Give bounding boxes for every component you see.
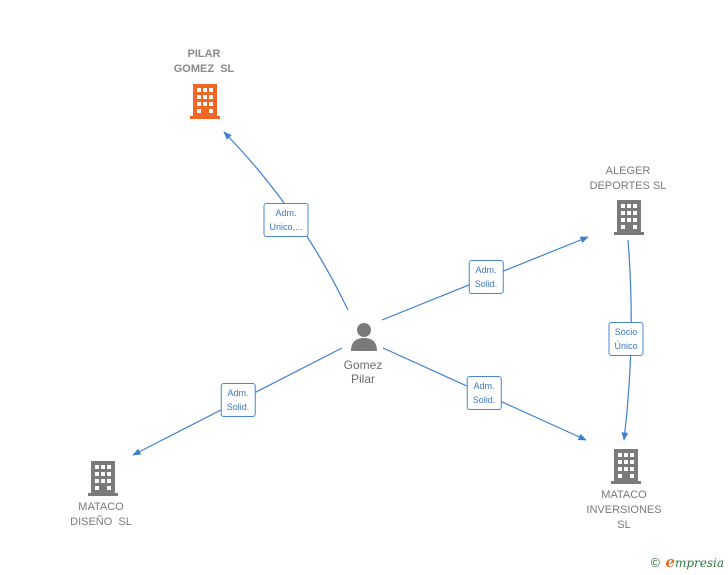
- brand-name: mpresia: [674, 556, 724, 570]
- role-badge-socio-unico[interactable]: Socio Único: [608, 322, 644, 356]
- role-badge-aleger-deportes[interactable]: Adm. Solid.: [468, 260, 504, 294]
- empresia-logo: ©empresia: [649, 553, 724, 571]
- mataco-inversiones-label[interactable]: MATACO INVERSIONES SL: [586, 489, 662, 531]
- role-badge-pilar-gomez[interactable]: Adm. Unico,...: [263, 203, 309, 237]
- role-badge-mataco-diseno[interactable]: Adm. Solid.: [220, 383, 256, 417]
- brand-initial: e: [665, 553, 675, 571]
- person-icon[interactable]: [349, 321, 379, 351]
- pilar-gomez-label[interactable]: PILAR GOMEZ SL: [173, 48, 235, 75]
- building-icon[interactable]: [613, 199, 645, 235]
- copyright-symbol: ©: [649, 556, 662, 570]
- mataco-diseno-label[interactable]: MATACO DISEÑO SL: [70, 501, 132, 528]
- gomez-pilar-label[interactable]: Gomez Pilar: [343, 358, 383, 386]
- role-badge-mataco-inversiones[interactable]: Adm. Solid.: [466, 376, 502, 410]
- building-icon[interactable]: [189, 83, 221, 119]
- building-icon[interactable]: [87, 460, 119, 496]
- aleger-deportes-label[interactable]: ALEGER DEPORTES SL: [589, 165, 667, 192]
- building-icon[interactable]: [610, 448, 642, 484]
